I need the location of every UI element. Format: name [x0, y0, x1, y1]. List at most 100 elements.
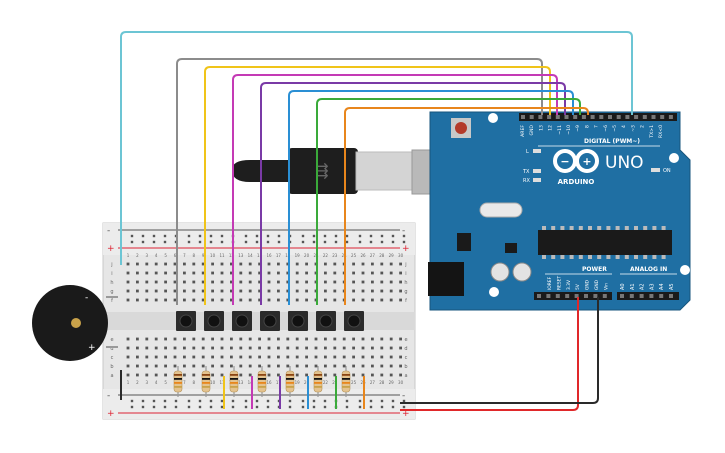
breadboard-hole — [239, 298, 243, 302]
breadboard-hole — [173, 355, 177, 359]
breadboard-hole — [239, 271, 243, 275]
rail-hole — [402, 405, 406, 409]
breadboard-hole — [164, 355, 167, 359]
breadboard-hole — [220, 298, 224, 302]
breadboard-hole — [305, 280, 308, 284]
breadboard-hole — [248, 298, 252, 302]
breadboard-hole — [371, 373, 374, 377]
column-number: 8 — [193, 253, 196, 258]
breadboard-hole — [295, 289, 299, 293]
breadboard-hole — [399, 271, 402, 275]
breadboard-hole — [380, 337, 384, 341]
breadboard-hole — [314, 355, 318, 359]
breadboard-hole — [164, 373, 167, 377]
analog-label: ANALOG IN — [630, 266, 667, 273]
row-letter: a — [110, 373, 113, 379]
breadboard-hole — [399, 346, 402, 350]
rail-hole — [369, 240, 373, 244]
breadboard-hole — [361, 355, 365, 359]
rail-hole — [312, 399, 316, 403]
breadboard-hole — [324, 262, 327, 266]
rail-hole — [187, 399, 191, 403]
breadboard-hole — [183, 346, 186, 350]
breadboard-hole — [211, 355, 214, 359]
digital-pin-label: 2 — [640, 125, 646, 128]
rail-hole — [369, 234, 373, 238]
column-number: 3 — [146, 253, 149, 258]
breadboard-hole — [220, 262, 224, 266]
breadboard-hole — [286, 364, 290, 368]
breadboard-hole — [333, 364, 337, 368]
column-number: 29 — [389, 253, 395, 258]
row-letter: e — [404, 337, 407, 343]
column-number: 4 — [155, 253, 158, 258]
rail-hole — [301, 240, 305, 244]
breadboard-hole — [277, 373, 280, 377]
breadboard-hole — [333, 262, 337, 266]
breadboard-hole — [248, 337, 252, 341]
breadboard-hole — [230, 280, 233, 284]
breadboard-hole — [258, 280, 261, 284]
breadboard-hole — [220, 271, 224, 275]
breadboard-hole — [389, 337, 393, 341]
rail-hole — [369, 399, 373, 403]
breadboard-hole — [201, 262, 205, 266]
breadboard-hole — [239, 289, 243, 293]
breadboard-hole — [164, 262, 167, 266]
breadboard-hole — [324, 298, 327, 302]
breadboard-hole — [380, 298, 384, 302]
breadboard-hole — [183, 262, 186, 266]
top-rail-minus-right: - — [402, 226, 405, 236]
breadboard-hole — [211, 364, 214, 368]
breadboard-hole — [295, 337, 299, 341]
power-pin-label: Vin — [603, 283, 609, 290]
svg-text:+: + — [582, 155, 591, 168]
breadboard-hole — [361, 364, 365, 368]
breadboard-hole — [154, 271, 158, 275]
breadboard-hole — [126, 337, 130, 341]
column-number: 15 — [257, 253, 263, 258]
breadboard-hole — [154, 289, 158, 293]
column-number: 6 — [174, 253, 177, 258]
breadboard-hole — [183, 355, 186, 359]
breadboard-hole — [286, 280, 290, 284]
breadboard-hole — [371, 280, 374, 284]
breadboard-hole — [239, 337, 243, 341]
breadboard-hole — [230, 271, 233, 275]
breadboard-hole — [324, 364, 327, 368]
breadboard-hole — [305, 364, 308, 368]
breadboard-hole — [399, 355, 402, 359]
breadboard-hole — [361, 280, 365, 284]
breadboard-hole — [145, 298, 149, 302]
breadboard-hole — [173, 346, 177, 350]
rail-hole — [358, 405, 362, 409]
breadboard-hole — [211, 271, 214, 275]
short-jumpers — [223, 376, 365, 409]
column-number: 5 — [164, 380, 167, 385]
rail-hole — [255, 405, 259, 409]
breadboard-hole — [173, 280, 177, 284]
wire-blue — [288, 90, 574, 305]
breadboard-hole — [277, 262, 280, 266]
breadboard-hole — [361, 373, 365, 377]
push-button — [204, 311, 224, 331]
breadboard-hole — [201, 280, 205, 284]
breadboard-hole — [164, 280, 167, 284]
row-letter: b — [110, 364, 113, 370]
top-rail-minus: - — [107, 226, 110, 236]
breadboard-hole — [164, 271, 167, 275]
rail-hole — [198, 399, 202, 403]
breadboard-hole — [286, 355, 290, 359]
rail-hole — [391, 234, 395, 238]
rail-hole — [163, 399, 167, 403]
column-number: 11 — [219, 380, 225, 385]
breadboard-hole — [399, 373, 402, 377]
tx-led-label: TX — [522, 169, 530, 175]
digital-pin-label: 13 — [538, 125, 544, 131]
rail-hole — [130, 240, 134, 244]
column-number: 7 — [183, 253, 186, 258]
rail-hole — [380, 240, 384, 244]
row-letter: a — [404, 373, 407, 379]
rail-hole — [323, 240, 327, 244]
breadboard-hole — [295, 298, 299, 302]
